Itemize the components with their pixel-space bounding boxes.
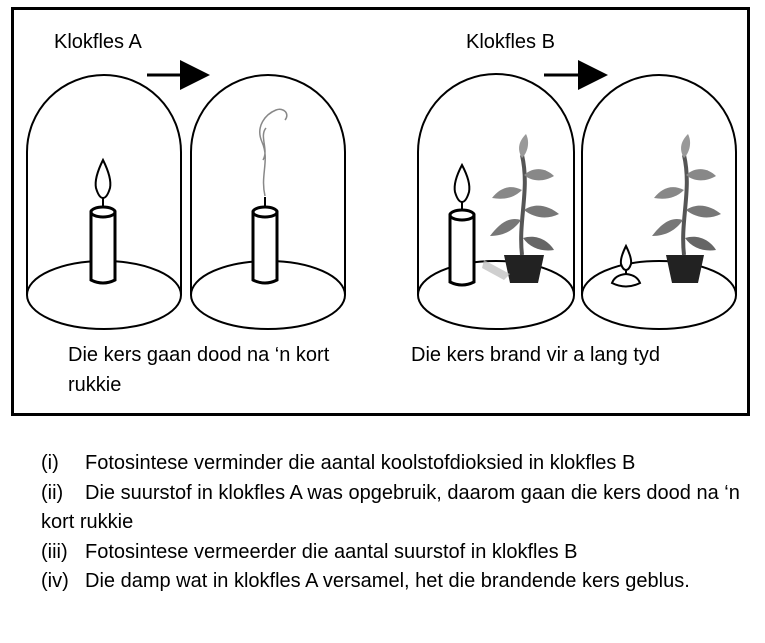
smoke-icon: [259, 108, 288, 197]
statement-item: (iv) Die damp wat in klokfles A versamel,…: [41, 567, 741, 597]
caption-bell-jar-a: Die kers gaan dood na ‘n kort rukkie: [68, 344, 330, 396]
bell-jar-icon: [581, 74, 737, 330]
flame-icon: [453, 162, 471, 204]
caption-bell-jar-b: Die kers brand vir a lang tyd: [411, 344, 661, 366]
experiment-figure: Klokfles A Klokfles B Die kers gaan dood…: [11, 7, 750, 416]
flame-icon: [619, 243, 633, 272]
statements-list: (i) Fotosintese verminder die aantal kool…: [41, 449, 741, 597]
candle-icon: [89, 195, 117, 285]
statement-text: Fotosintese verminder die aantal koolsto…: [85, 452, 636, 474]
statement-item: (iii) Fotosintese vermeerder die aantal s…: [41, 538, 741, 568]
potted-plant-icon: [482, 134, 559, 283]
statement-text: Die damp wat in klokfles A versamel, het…: [85, 570, 690, 592]
statement-number: (iv): [41, 570, 69, 592]
statement-number: (i): [41, 452, 59, 474]
statement-number: (ii): [41, 481, 64, 504]
flame-icon: [94, 157, 112, 200]
candle-icon: [251, 197, 279, 285]
statement-text: Die suurstof in klokfles A was opgebruik…: [41, 481, 740, 534]
label-bell-jar-a: Klokfles A: [54, 31, 142, 53]
bell-jar-icon: [190, 74, 346, 330]
statement-text: Fotosintese vermeerder die aantal suurst…: [85, 540, 578, 563]
statement-number: (iii): [41, 540, 68, 563]
label-bell-jar-b: Klokfles B: [466, 31, 555, 53]
experiment-drawing: [26, 60, 737, 330]
statement-item: (ii)Die suurstof in klokfles A was opgeb…: [41, 479, 741, 538]
statement-item: (i) Fotosintese verminder die aantal kool…: [41, 449, 741, 479]
candle-icon: [448, 199, 476, 287]
bell-jar-icon: [417, 73, 575, 330]
potted-plant-icon: [652, 134, 721, 283]
